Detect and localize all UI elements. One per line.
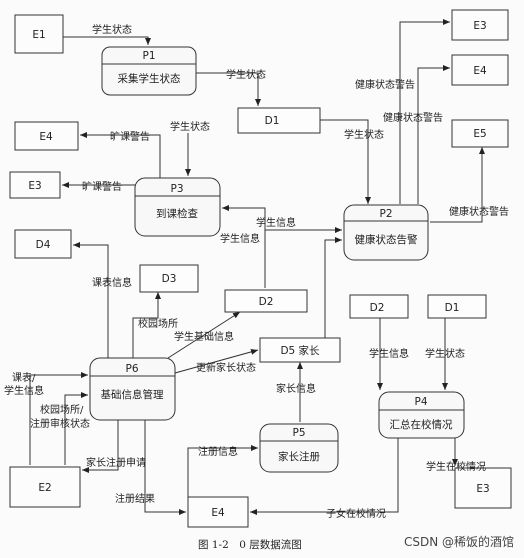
svg-text:D2: D2 xyxy=(259,296,274,308)
process-p1: P1 采集学生状态 xyxy=(101,46,197,96)
process-p5: P5 家长注册 xyxy=(259,423,339,473)
store-d3: D3 xyxy=(139,264,199,293)
figure-caption: 图 1-2 0 层数据流图 xyxy=(198,538,302,551)
flow-label: 健康状态警告 xyxy=(449,205,509,218)
flow-label: 学生状态 xyxy=(92,23,132,36)
entity-e3-left: E3 xyxy=(9,171,61,199)
svg-text:D3: D3 xyxy=(162,273,177,285)
flow-label: 学生状态 xyxy=(226,68,266,81)
svg-text:E4: E4 xyxy=(39,131,53,143)
flow-label: 注册信息 xyxy=(198,445,238,458)
flow-label: 健康状态警告 xyxy=(355,78,415,91)
svg-text:E2: E2 xyxy=(38,482,51,494)
entity-e1-top: E1 xyxy=(14,14,64,54)
svg-text:健康状态告警: 健康状态告警 xyxy=(355,233,418,246)
watermark: CSDN @稀饭的酒馆 xyxy=(404,534,514,549)
flow-label: 家长注册申请 xyxy=(86,456,146,469)
flow-label: 子女在校情况 xyxy=(326,507,386,520)
flow-label: 学生信息 xyxy=(369,347,409,360)
svg-text:P5: P5 xyxy=(292,427,305,439)
flow-lines xyxy=(29,19,485,515)
svg-text:E4: E4 xyxy=(211,507,225,519)
svg-text:E4: E4 xyxy=(473,65,487,77)
svg-text:到课检查: 到课检查 xyxy=(156,207,198,220)
entity-e2: E2 xyxy=(9,466,81,508)
flow-label: 课表信息 xyxy=(92,276,132,289)
svg-text:D2: D2 xyxy=(370,302,385,314)
svg-text:D1: D1 xyxy=(265,115,280,127)
flow-label: 学生信息 xyxy=(256,216,296,229)
svg-text:E3: E3 xyxy=(473,20,486,32)
flow-label: 健康状态警告 xyxy=(383,111,443,124)
flow-label: 校园场所/ xyxy=(40,403,84,416)
svg-text:基础信息管理: 基础信息管理 xyxy=(101,388,164,401)
svg-text:E5: E5 xyxy=(473,128,486,140)
flow-label: 旷课警告 xyxy=(110,130,150,143)
flow-label: 注册审核状态 xyxy=(30,417,90,430)
svg-text:E1: E1 xyxy=(32,29,45,41)
svg-text:汇总在校情况: 汇总在校情况 xyxy=(390,418,453,431)
svg-text:采集学生状态: 采集学生状态 xyxy=(118,72,181,85)
flow-label: 学生状态 xyxy=(425,347,465,360)
flow-label: 学生状态 xyxy=(344,128,384,141)
flow-label: 注册结果 xyxy=(115,492,155,505)
entity-e5: E5 xyxy=(451,119,509,148)
entity-e3-top: E3 xyxy=(451,9,509,41)
process-p4: P4 汇总在校情况 xyxy=(378,391,465,439)
flow-label: 学生基础信息 xyxy=(174,330,234,343)
svg-text:P6: P6 xyxy=(125,363,138,375)
svg-text:D1: D1 xyxy=(445,302,460,314)
svg-text:P4: P4 xyxy=(414,396,427,408)
svg-text:E3: E3 xyxy=(476,483,489,495)
svg-text:P2: P2 xyxy=(379,208,392,220)
svg-text:D5 家长: D5 家长 xyxy=(280,344,320,357)
store-d5: D5 家长 xyxy=(259,337,341,363)
flow-label: 学生信息 xyxy=(220,232,260,245)
flow-label: 学生状态 xyxy=(170,120,210,133)
flow-label: 课表/ xyxy=(12,371,36,384)
flow-label: 更新家长状态 xyxy=(196,361,256,374)
entity-e4-top: E4 xyxy=(451,54,509,86)
process-p2: P2 健康状态告警 xyxy=(343,204,429,261)
entity-e4-left: E4 xyxy=(14,121,79,151)
flow-label: 家长信息 xyxy=(276,382,316,395)
flow-labels: 学生状态 学生状态 学生状态 学生状态 健康状态警告 健康状态警告 健康状态警告… xyxy=(4,23,509,520)
flow-label: 学生信息 xyxy=(4,384,44,397)
entity-d4: D4 xyxy=(14,229,72,259)
store-d2-right: D2 xyxy=(349,294,409,319)
svg-text:P1: P1 xyxy=(142,50,155,62)
svg-text:E3: E3 xyxy=(28,180,41,192)
entity-e3-bottom: E3 xyxy=(454,467,512,509)
store-d1-top: D1 xyxy=(237,107,321,134)
store-d2-mid: D2 xyxy=(224,289,308,313)
flow-label: 旷课警告 xyxy=(82,180,122,193)
store-d1-right: D1 xyxy=(427,294,487,319)
process-p6: P6 基础信息管理 xyxy=(89,357,176,421)
process-p3: P3 到课检查 xyxy=(134,177,221,237)
flow-label: 校园场所 xyxy=(138,317,178,330)
svg-text:P3: P3 xyxy=(170,183,183,195)
svg-text:家长注册: 家长注册 xyxy=(278,450,320,463)
flow-label: 学生在校情况 xyxy=(426,460,486,473)
svg-text:D4: D4 xyxy=(36,239,51,251)
entity-e4-bottom: E4 xyxy=(187,496,249,528)
